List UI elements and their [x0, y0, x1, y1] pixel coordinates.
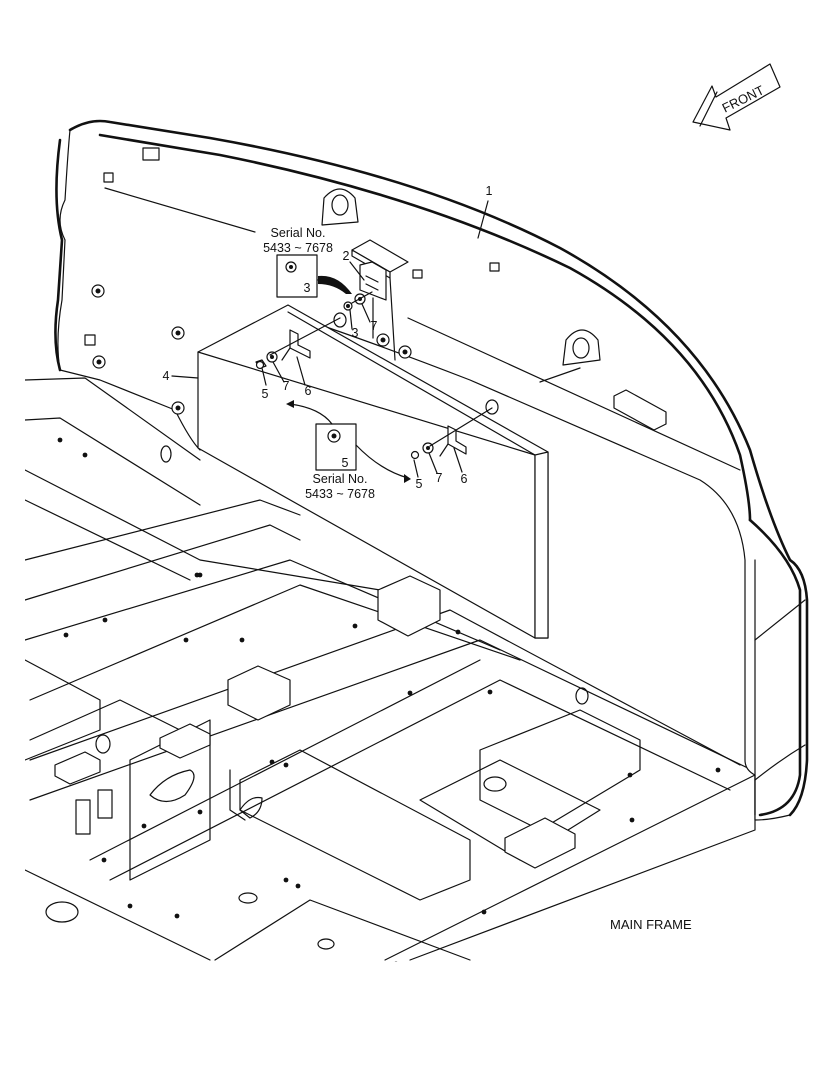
serial-top-range: 5433 ~ 7678 [263, 241, 333, 255]
callout-counterweight: 1 [486, 184, 493, 198]
left-mount-hardware [255, 317, 341, 370]
main-frame [24, 377, 756, 967]
callout-bracket: 2 [343, 249, 350, 263]
callout-bolt-left: 5 [262, 387, 269, 401]
callout-bracket-left: 6 [305, 384, 312, 398]
main-frame-label: MAIN FRAME [610, 917, 692, 932]
callout-washer-right: 7 [436, 471, 443, 485]
serial-top-part-number: 3 [304, 281, 311, 295]
callout-bolt-right: 5 [416, 477, 423, 491]
counterweight-bolts [84, 147, 500, 415]
serial-box-top: 3 Serial No. 5433 ~ 7678 [263, 226, 352, 298]
callout-washer-upper: 7 [371, 319, 378, 333]
callout-cover-plate: 4 [163, 369, 170, 383]
callout-bolt-upper: 3 [352, 326, 359, 340]
front-direction-arrow: FRONT [692, 63, 781, 131]
upper-mount-hardware [343, 291, 373, 311]
callout-bracket-right: 6 [461, 472, 468, 486]
callout-washer-left: 7 [283, 379, 290, 393]
serial-bottom-part-number: 5 [342, 456, 349, 470]
serial-box-bottom: 5 Serial No. 5433 ~ 7678 [286, 400, 411, 501]
serial-bottom-range: 5433 ~ 7678 [305, 487, 375, 501]
serial-top-title: Serial No. [271, 226, 326, 240]
cover-plate [197, 304, 549, 639]
right-mount-hardware [410, 407, 493, 460]
serial-bottom-title: Serial No. [313, 472, 368, 486]
counterweight [54, 119, 809, 821]
bracket-assembly [351, 239, 409, 361]
callout-numbers: 1 2 3 7 4 5 7 6 5 7 6 [163, 184, 493, 491]
leader-lines [171, 200, 489, 478]
